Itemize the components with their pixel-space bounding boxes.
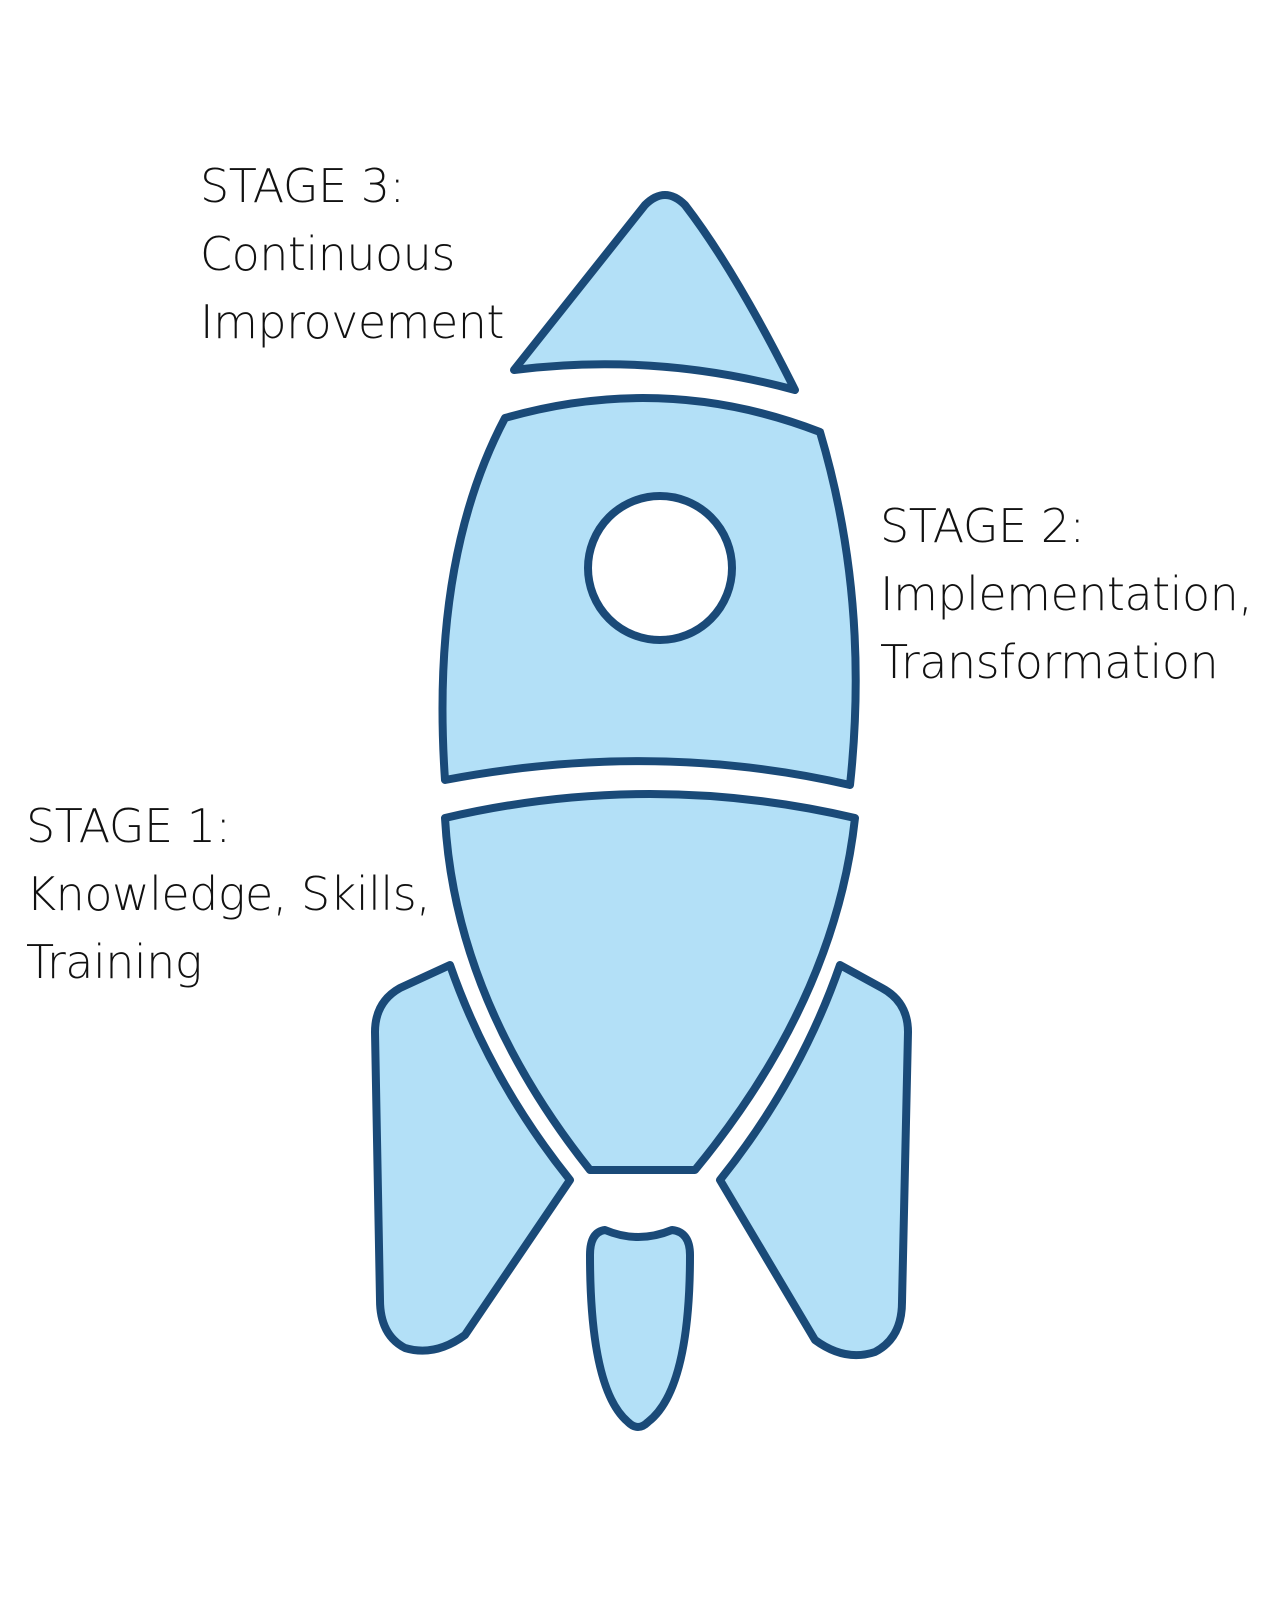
rocket-exhaust-flame [586, 1226, 694, 1431]
stage-1-label: STAGE 1: Knowledge, Skills, Training [26, 792, 431, 996]
stage-1-line-2: Training [26, 935, 202, 989]
rocket-lower-body [441, 790, 859, 1174]
stage-3-label: STAGE 3: Continuous Improvement [200, 152, 504, 356]
rocket-right-fin [716, 961, 912, 1360]
stage-2-line-1: Implementation, [880, 567, 1253, 621]
rocket-left-fin [371, 961, 574, 1355]
rocket-window-icon [584, 492, 736, 644]
rocket-nose-cone [510, 191, 799, 394]
stage-3-line-1: Continuous [200, 227, 455, 281]
stage-2-heading: STAGE 2: [880, 499, 1085, 553]
stage-2-line-2: Transformation [880, 635, 1219, 689]
stage-1-heading: STAGE 1: [26, 799, 231, 853]
stage-3-heading: STAGE 3: [200, 159, 405, 213]
stage-2-label: STAGE 2: Implementation, Transformation [880, 492, 1253, 696]
stage-1-line-1: Knowledge, Skills, [26, 867, 431, 921]
stage-3-line-2: Improvement [200, 295, 504, 349]
